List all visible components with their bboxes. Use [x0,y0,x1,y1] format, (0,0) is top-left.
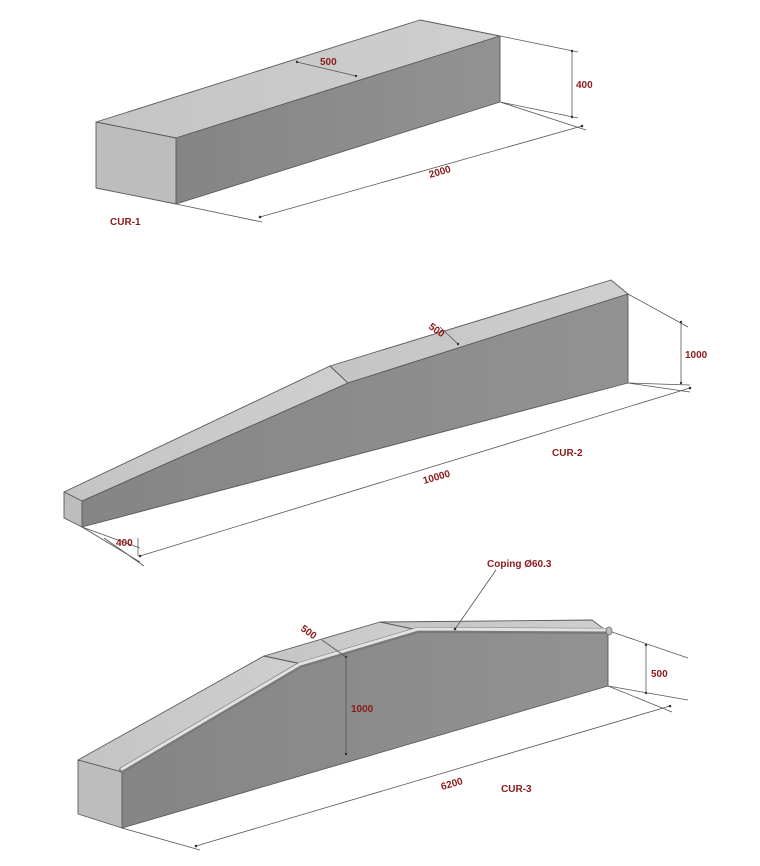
cur3-end-dim-tick [644,643,648,647]
cur2-label: CUR-2 [552,448,583,459]
cur2-end-ext-top [81,526,141,549]
cur2-block [63,279,629,528]
cur1-height-ext-bottom [499,101,579,119]
cur2-front-face [81,293,629,528]
cur2-height-label: 1000 [685,350,708,361]
cur1-width-label: 500 [320,57,337,68]
cur3-end-ext-bottom [607,685,689,701]
cur2-length-label: 10000 [422,469,452,487]
cur1-block [95,19,501,205]
cur1-length-dim-tick [580,124,584,128]
cur3-end-height-label: 500 [651,669,668,680]
cur3-coping-leader [454,569,497,630]
cur1-height-dim-tick [570,115,574,119]
cur2-height-dim-tick [679,381,683,385]
cur2-width-dim-tick [456,342,460,346]
cur2-length-ext-right [627,382,691,393]
cur1-height-label: 400 [576,80,593,91]
cur3-coping-label: Coping Ø60.3 [487,559,552,570]
cur3-length-ext-right [607,685,673,713]
cur1-length-dim-tick [258,215,262,219]
cur3-coping-pipe-highlight [120,627,610,771]
cur1-height-dim-tick [570,49,574,53]
cur3-coping-leader-tick [453,627,457,631]
cur3-end-dim-tick [644,691,648,695]
cur1-width-dim-tick [295,60,299,64]
cur1-height-ext-top [499,35,579,53]
cur3-length-dim-tick [668,704,672,708]
cur3-length-label: 6200 [440,776,465,793]
cur2-end-ext-bottom [103,537,145,567]
cur3-width-dim-line [321,639,347,658]
cur3-block [77,619,613,829]
cur2-length-dim-line [139,387,691,557]
cur1-length-dim-line [259,125,583,218]
cur1-length-ext-right [499,101,587,131]
cur1-length-ext-left [175,203,263,223]
cur2-length-dim-tick [688,386,692,390]
cur3-coping-pipe-end [605,626,613,636]
cur3-height-label: 1000 [351,704,374,715]
cur3-label: CUR-3 [501,784,532,795]
cur1-width-dim-line [296,61,357,77]
cur3-end-face [77,759,123,829]
cur3-height-dim-tick [344,752,348,756]
cur2-end-height-label: 400 [116,538,133,549]
cur3-width-label: 500 [298,623,318,642]
cur1-label: CUR-1 [110,217,141,228]
cur1-width-dim-tick [354,74,358,78]
cur2-height-ext-top [627,293,689,328]
cur1-dimensions: 500 400 2000 CUR-1 [110,35,593,228]
cur3-length-dim-line [195,705,671,847]
cur2-length-dim-tick [138,554,142,558]
cur2-width-dim-line [439,326,459,345]
cur3-length-ext-left [121,827,201,851]
cur2-height-ext-bottom [627,382,691,386]
cur1-length-label: 2000 [428,164,453,181]
cur3-length-dim-tick [194,844,198,848]
cur3-end-ext-top [611,631,689,659]
cur2-height-dim-tick [679,320,683,324]
